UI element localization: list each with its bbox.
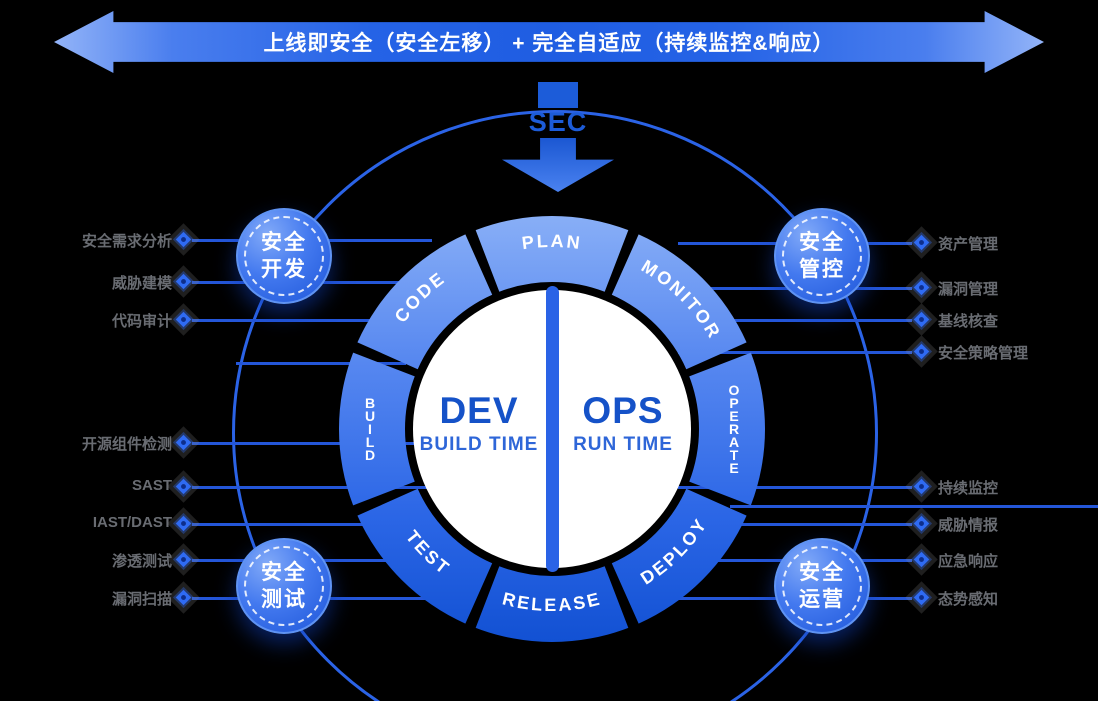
connector-line [678, 319, 912, 322]
connector-line [192, 523, 432, 526]
dashed-ring-icon [782, 546, 862, 626]
feature-label: 漏洞管理 [938, 281, 999, 298]
feature-label: 渗透测试 [111, 553, 172, 570]
node-security-control: 安全 管控 [774, 208, 870, 304]
decor-line [236, 362, 406, 365]
feature-label: 态势感知 [938, 591, 999, 608]
ring-segment-test [357, 488, 493, 624]
ring-segment-release [475, 566, 629, 642]
feature-label: 漏洞扫描 [111, 591, 172, 608]
ring-segment-plan [475, 216, 629, 292]
sec-label: SEC [528, 107, 588, 137]
dashed-ring-icon [244, 546, 324, 626]
orbit-circle [232, 110, 878, 701]
sec-connector-block [538, 82, 578, 108]
feature-label: IAST/DAST [92, 514, 172, 531]
connector-line [678, 486, 912, 489]
connector-line [192, 486, 432, 489]
feature-label: SAST [131, 477, 172, 494]
ring-segment-build [339, 352, 415, 506]
dashed-ring-icon [782, 216, 862, 296]
ring-segment-operate [689, 352, 766, 506]
feature-label: 威胁情报 [938, 517, 999, 534]
feature-label: 基线核查 [938, 313, 999, 330]
feature-label: 开源组件检测 [81, 436, 172, 453]
connector-line [192, 442, 432, 445]
dashed-ring-icon [244, 216, 324, 296]
dev-subtitle: BUILD TIME [419, 434, 539, 455]
connector-line [192, 319, 432, 322]
connector-line [678, 523, 912, 526]
feature-label: 应急响应 [938, 553, 999, 570]
feature-label: 安全策略管理 [938, 345, 1029, 362]
core-divider [546, 286, 559, 572]
ops-side: OPS RUN TIME [556, 392, 690, 456]
dev-side: DEV BUILD TIME [412, 392, 546, 456]
feature-label: 资产管理 [938, 236, 999, 253]
feature-label: 安全需求分析 [81, 233, 172, 250]
connector-line [678, 351, 912, 354]
feature-label: 威胁建模 [111, 275, 172, 292]
dev-title: DEV [439, 390, 519, 431]
node-secure-development: 安全 开发 [236, 208, 332, 304]
ring-segment-code [357, 234, 493, 370]
ops-subtitle: RUN TIME [573, 434, 673, 455]
banner-title: 上线即安全（安全左移） + 完全自适应（持续监控&响应） [263, 32, 835, 55]
node-security-operations: 安全 运营 [774, 538, 870, 634]
ops-title: OPS [582, 390, 664, 431]
ring-segment-deploy [611, 488, 747, 624]
feature-label: 代码审计 [111, 313, 172, 330]
ring-label-plan: PLAN [521, 231, 584, 253]
node-security-testing: 安全 测试 [236, 538, 332, 634]
decor-line [730, 505, 1098, 508]
ring-segment-monitor [611, 234, 747, 370]
feature-label: 持续监控 [938, 480, 999, 497]
